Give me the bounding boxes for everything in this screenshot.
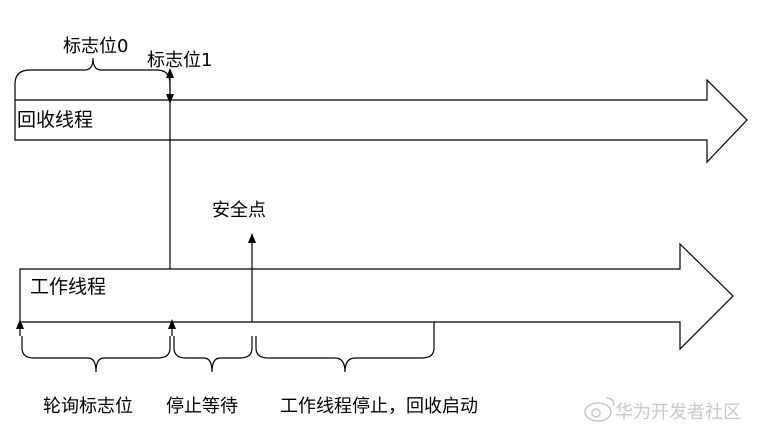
- worker-thread-label: 工作线程: [30, 276, 106, 298]
- watermark-text: 华为开发者社区: [615, 402, 741, 423]
- stop-wait-brace: [173, 336, 253, 373]
- stop-wait-label: 停止等待: [166, 396, 238, 417]
- poll-flag-label: 轮询标志位: [43, 396, 133, 417]
- poll-flag-brace: [21, 336, 171, 373]
- worker-stop-gc-start-label: 工作线程停止，回收启动: [280, 396, 478, 417]
- weibo-icon: [584, 397, 615, 422]
- worker-stop-gc-brace: [255, 322, 435, 373]
- worker-thread-arrow: [19, 242, 734, 351]
- flag1-label: 标志位1: [147, 50, 212, 71]
- flag0-label: 标志位0: [63, 36, 128, 57]
- gc-thread-label: 回收线程: [17, 109, 93, 131]
- gc-thread-arrow: [14, 78, 748, 164]
- flag0-brace: [14, 57, 171, 100]
- safepoint-label: 安全点: [212, 200, 266, 221]
